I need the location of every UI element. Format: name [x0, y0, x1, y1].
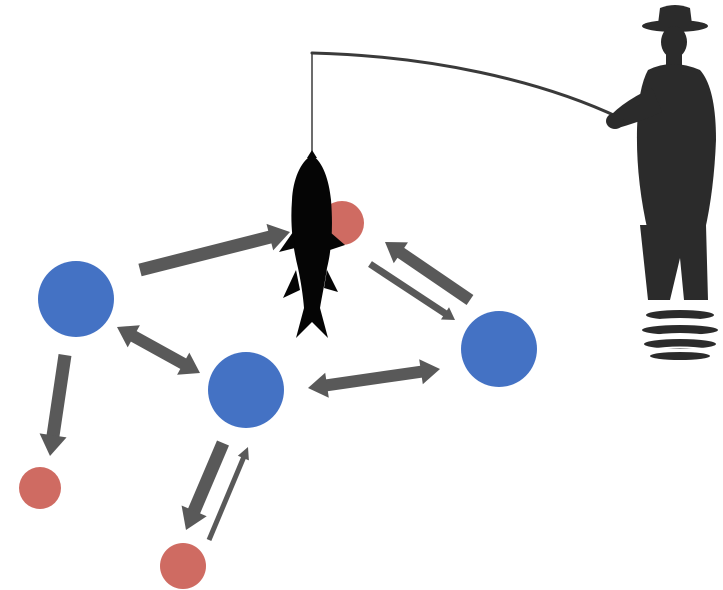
- fisherman-icon: [606, 5, 718, 360]
- edge-blue-left-to-blue-center-shaft: [127, 329, 190, 371]
- fishing-rod-icon: [310, 51, 622, 160]
- edge-blue-center-to-blue-right-head-2: [308, 372, 329, 398]
- edge-blue-left-to-blue-center: [117, 325, 200, 375]
- node-red-bottom-center: [160, 543, 206, 589]
- node-blue-center: [208, 352, 284, 428]
- edge-red-top-to-blue-right-head-1: [440, 307, 455, 320]
- edge-red-bottom-center-to-blue-center: [206, 447, 249, 541]
- edge-blue-right-to-red-top-head-1: [385, 242, 408, 264]
- edge-red-bottom-center-to-blue-center-head-1: [237, 447, 249, 461]
- edge-blue-center-to-red-bottom-center: [181, 440, 229, 530]
- edge-blue-left-to-blue-center-head-2: [117, 325, 140, 348]
- fish-icon: [279, 150, 345, 338]
- edge-red-top-to-blue-right: [368, 261, 455, 320]
- edge-blue-center-to-red-bottom-center-shaft: [186, 440, 229, 518]
- edge-blue-right-to-red-top: [385, 242, 474, 305]
- edge-blue-left-to-red-top-shaft: [138, 229, 276, 277]
- edge-blue-right-to-red-top-shaft: [394, 245, 474, 305]
- edge-blue-left-to-red-top: [138, 223, 290, 277]
- edge-blue-left-to-red-bottom-left-shaft: [46, 354, 72, 441]
- edge-blue-left-to-red-top-head-1: [266, 223, 290, 251]
- edge-blue-center-to-blue-right-shaft: [322, 365, 426, 392]
- node-blue-right: [461, 311, 537, 387]
- edge-red-top-to-blue-right-shaft: [368, 261, 449, 318]
- water-ripple-lines: [643, 304, 717, 351]
- edge-blue-left-to-blue-center-head-1: [177, 352, 200, 375]
- node-blue-left: [38, 261, 114, 337]
- fishing-rod: [310, 51, 622, 120]
- edge-red-bottom-center-to-blue-center-shaft: [206, 454, 247, 541]
- node-red-bottom-left: [19, 467, 61, 509]
- edge-blue-center-to-blue-right: [308, 359, 440, 398]
- edge-blue-center-to-blue-right-head-1: [419, 359, 440, 385]
- edge-blue-left-to-red-bottom-left: [39, 354, 72, 456]
- edge-blue-center-to-red-bottom-center-head-1: [181, 505, 207, 530]
- edge-layer: [39, 223, 474, 541]
- edge-blue-left-to-red-bottom-left-head-1: [39, 433, 67, 456]
